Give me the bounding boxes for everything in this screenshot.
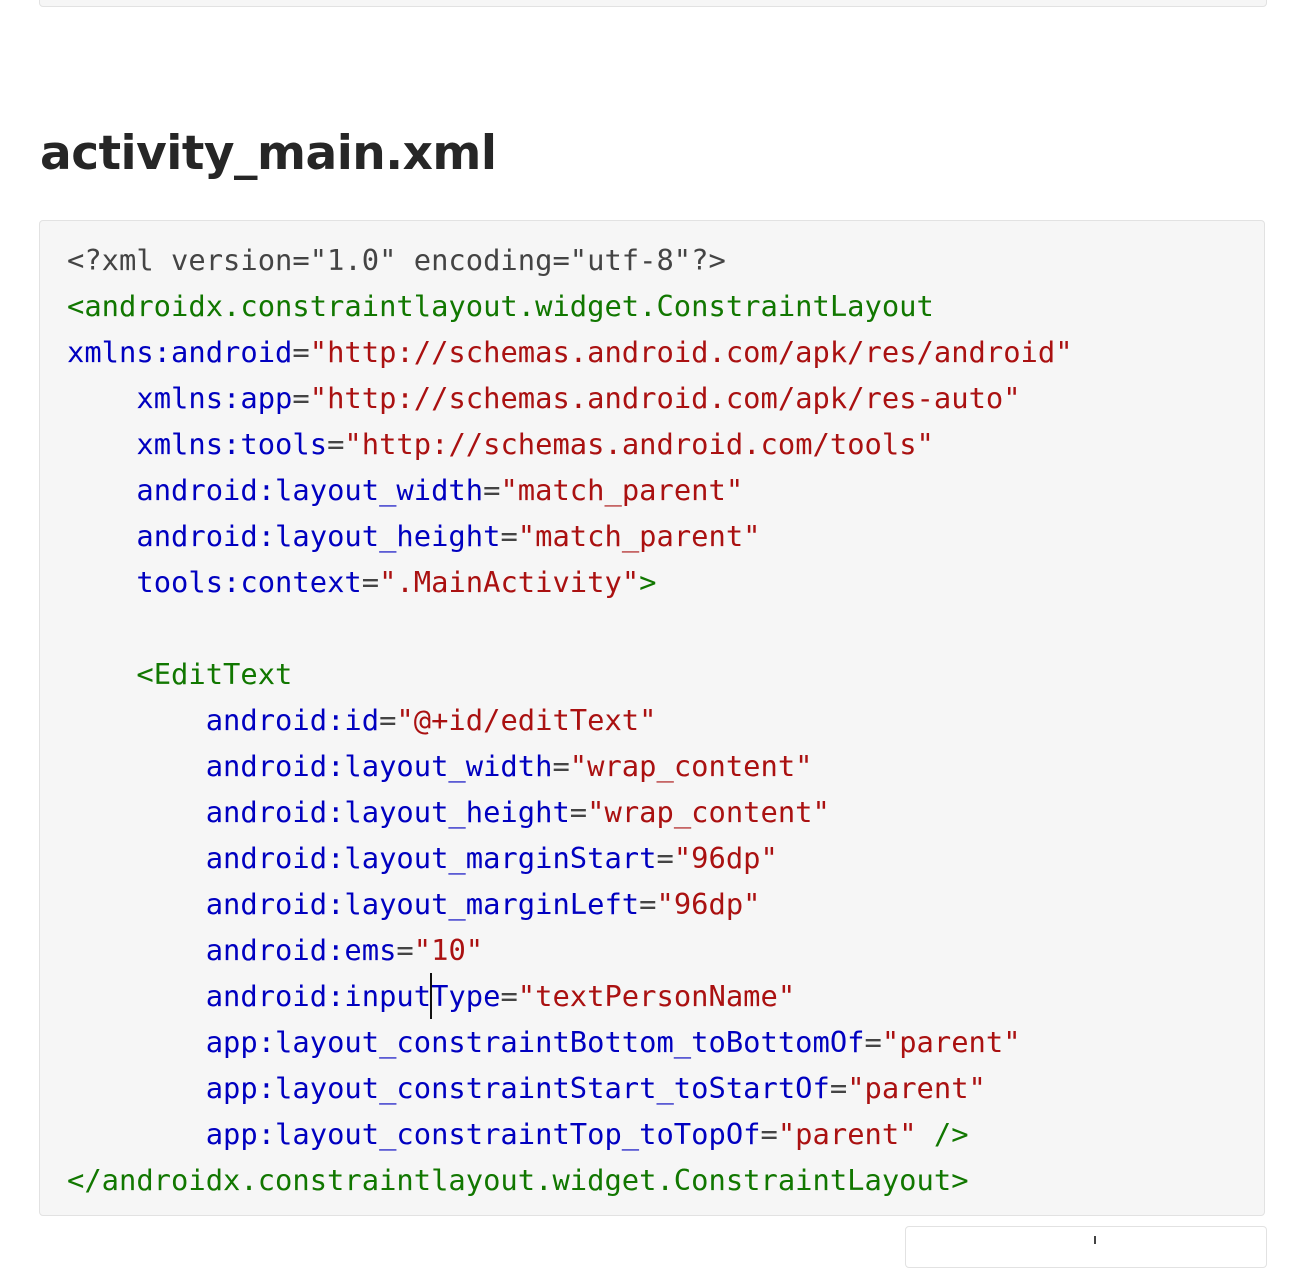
code-attribute: android:layout_width (205, 749, 553, 783)
code-indent (67, 795, 206, 829)
code-indent (67, 703, 206, 737)
code-string: "parent" (881, 1025, 1021, 1059)
code-line: tools:context=".MainActivity"> (67, 559, 1073, 605)
code-indent (67, 1117, 206, 1151)
code-string: "96dp" (656, 887, 761, 921)
code-string: "http://schemas.android.com/apk/res-auto… (309, 381, 1021, 415)
code-line: app:layout_constraintTop_toTopOf="parent… (67, 1111, 1073, 1157)
code-attribute: android:layout_width (136, 473, 484, 507)
code-attribute: xmlns:android (67, 335, 293, 369)
code-attribute: app:layout_constraintTop_toTopOf (205, 1117, 761, 1151)
code-line: xmlns:app="http://schemas.android.com/ap… (67, 375, 1073, 421)
code-line: android:inputType="textPersonName" (67, 973, 1073, 1019)
code-string: "http://schemas.android.com/tools" (344, 427, 934, 461)
code-line: android:layout_width="match_parent" (67, 467, 1073, 513)
code-line: android:layout_width="wrap_content" (67, 743, 1073, 789)
code-equals: = (656, 841, 674, 875)
code-equals: = (292, 381, 310, 415)
code-indent (67, 519, 136, 553)
code-equals: = (379, 703, 397, 737)
code-indent (67, 841, 206, 875)
code-line (67, 605, 1073, 651)
code-attribute: android:layout_height (136, 519, 501, 553)
code-indent (67, 565, 136, 599)
code-indent (67, 381, 136, 415)
code-attribute: android:ems (205, 933, 397, 967)
next-block-glyph (1094, 1236, 1096, 1244)
code-attribute: android:layout_height (205, 795, 570, 829)
code-line: </androidx.constraintlayout.widget.Const… (67, 1157, 1073, 1203)
code-equals: = (829, 1071, 848, 1105)
code-line: xmlns:tools="http://schemas.android.com/… (67, 421, 1073, 467)
code-string: "96dp" (673, 841, 778, 875)
code-indent (67, 933, 206, 967)
code-line: android:layout_marginStart="96dp" (67, 835, 1073, 881)
code-tag: <EditText (136, 657, 293, 691)
code-line: xmlns:android="http://schemas.android.co… (67, 329, 1073, 375)
code-tag: <androidx.constraintlayout.widget.Constr… (67, 289, 934, 323)
code-equals: = (500, 519, 518, 553)
code-equals: = (864, 1025, 882, 1059)
code-attribute: xmlns:tools (136, 427, 328, 461)
code-equals: = (327, 427, 345, 461)
code-attribute: android:id (205, 703, 380, 737)
code-string: "parent" (777, 1117, 917, 1151)
code-line: <?xml version="1.0" encoding="utf-8"?> (67, 237, 1073, 283)
code-string: "match_parent" (500, 473, 744, 507)
code-indent (67, 427, 136, 461)
code-line: android:ems="10" (67, 927, 1073, 973)
code-indent (67, 979, 206, 1013)
code-listing[interactable]: <?xml version="1.0" encoding="utf-8"?> <a… (67, 237, 1073, 1203)
code-attribute: android:layout_marginLeft (205, 887, 640, 921)
code-line: app:layout_constraintBottom_toBottomOf="… (67, 1019, 1073, 1065)
next-code-block (905, 1226, 1267, 1268)
code-equals: = (500, 979, 518, 1013)
code-equals: = (552, 749, 570, 783)
code-block[interactable]: <?xml version="1.0" encoding="utf-8"?> <a… (39, 220, 1265, 1216)
code-equals: = (569, 795, 588, 829)
code-attribute: app:layout_constraintStart_toStartOf (205, 1071, 830, 1105)
code-string: "http://schemas.android.com/apk/res/andr… (309, 335, 1073, 369)
code-string: "wrap_content" (569, 749, 813, 783)
code-attribute: xmlns:app (136, 381, 293, 415)
xml-declaration: <?xml version="1.0" encoding="utf-8"?> (67, 243, 726, 277)
code-attribute: tools:context (136, 565, 362, 599)
code-indent (67, 749, 206, 783)
code-string: ".MainActivity" (379, 565, 640, 599)
code-string: "match_parent" (517, 519, 761, 553)
code-equals: = (760, 1117, 778, 1151)
code-string: "wrap_content" (587, 795, 830, 829)
code-attribute: android:layout_marginStart (205, 841, 657, 875)
code-string: "parent" (847, 1071, 986, 1105)
code-tag: > (639, 565, 657, 599)
code-string: "textPersonName" (517, 979, 796, 1013)
code-indent (67, 887, 206, 921)
code-line: android:layout_height="wrap_content" (67, 789, 1073, 835)
code-attribute: app:layout_constraintBottom_toBottomOf (205, 1025, 865, 1059)
code-tag: </androidx.constraintlayout.widget.Const… (67, 1163, 969, 1197)
code-equals: = (292, 335, 310, 369)
code-indent (67, 657, 136, 691)
previous-code-block (39, 0, 1267, 7)
code-equals: = (639, 887, 657, 921)
code-tag: /> (916, 1117, 969, 1151)
code-equals: = (483, 473, 501, 507)
code-attribute: android:inputType (205, 979, 501, 1013)
code-line: android:layout_height="match_parent" (67, 513, 1073, 559)
code-line: <EditText (67, 651, 1073, 697)
code-string: "10" (413, 933, 484, 967)
code-indent (67, 1071, 206, 1105)
code-equals: = (361, 565, 380, 599)
text-cursor (430, 973, 433, 1019)
code-line: android:id="@+id/editText" (67, 697, 1073, 743)
code-indent (67, 1025, 206, 1059)
code-line: android:layout_marginLeft="96dp" (67, 881, 1073, 927)
code-string: "@+id/editText" (396, 703, 657, 737)
code-line: <androidx.constraintlayout.widget.Constr… (67, 283, 1073, 329)
code-line: app:layout_constraintStart_toStartOf="pa… (67, 1065, 1073, 1111)
code-equals: = (396, 933, 414, 967)
code-indent (67, 473, 136, 507)
section-heading: activity_main.xml (40, 126, 497, 181)
